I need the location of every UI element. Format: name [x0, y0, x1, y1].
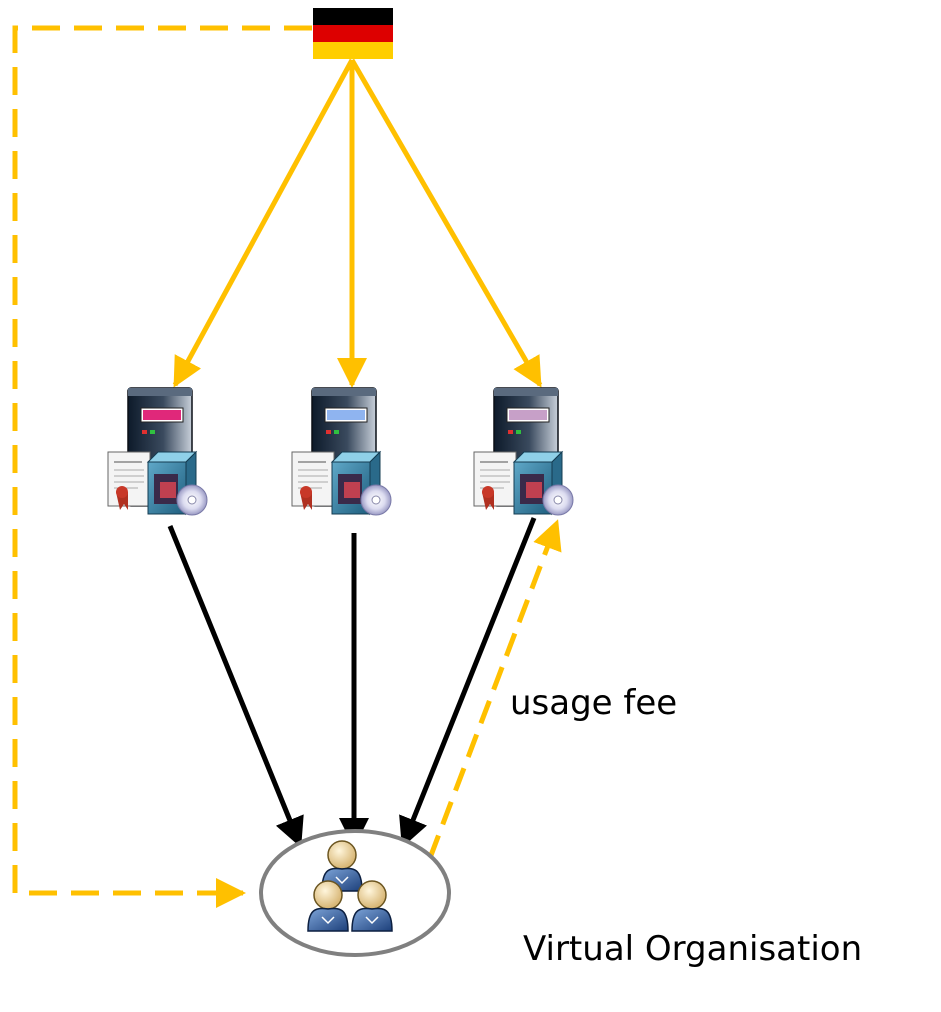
provider-server-icon-3: [473, 387, 574, 516]
service-arrow-left: [167, 525, 304, 848]
service-arrow-right: [399, 517, 537, 848]
funding-arrow-right: [349, 58, 543, 388]
virtual-organisation-label: Virtual Organisation: [523, 929, 863, 969]
usage-fee-dashed-arrow: [427, 519, 562, 859]
provider-server-icon-1: [107, 387, 208, 516]
direct-funding-dashed-arrow: [12, 25, 312, 908]
provider-server-icon-2: [291, 387, 392, 516]
funding-arrow-left: [172, 58, 355, 388]
usage-fee-label: usage fee: [510, 683, 678, 723]
german-flag-icon: [313, 8, 393, 59]
